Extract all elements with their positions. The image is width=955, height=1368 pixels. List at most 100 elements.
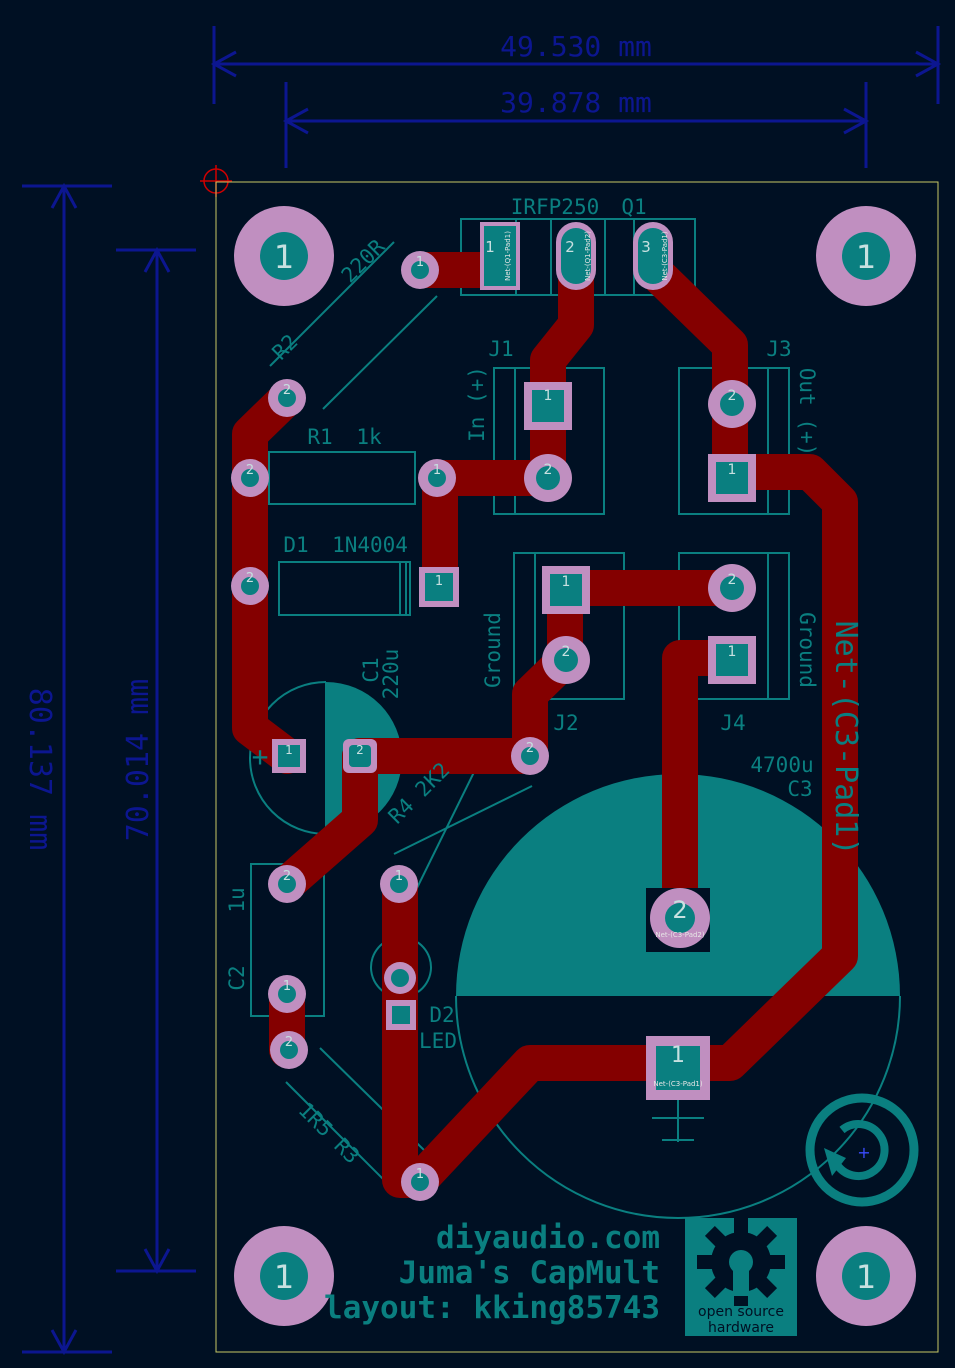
footer-text: diyaudio.com Juma's CapMult layout: kkin… bbox=[324, 1220, 660, 1326]
c2-pad-2: 2 bbox=[268, 865, 306, 903]
svg-text:Net-(Q1-Pad1): Net-(Q1-Pad1) bbox=[504, 231, 512, 281]
q1-pad-1: 1 Net-(Q1-Pad1) bbox=[480, 222, 520, 290]
svg-text:1: 1 bbox=[671, 1043, 685, 1068]
r3-pad-2: 2 bbox=[270, 1031, 308, 1069]
j3-label: Out (+) bbox=[795, 368, 819, 457]
svg-text:1: 1 bbox=[856, 1258, 876, 1296]
svg-text:2: 2 bbox=[672, 896, 687, 924]
svg-text:Net-(C3-Pad1): Net-(C3-Pad1) bbox=[653, 1080, 703, 1088]
r2-ref: R2 bbox=[268, 330, 303, 365]
q1-value: IRFP250 bbox=[511, 195, 600, 219]
footer-line-3: layout: kking85743 bbox=[324, 1290, 660, 1326]
svg-text:1: 1 bbox=[274, 1258, 294, 1296]
c1-pad-1: 1 bbox=[272, 739, 306, 773]
c3-pad-1: 1 Net-(C3-Pad1) bbox=[646, 1036, 710, 1100]
mount-hole-bottom-left: 1 bbox=[234, 1226, 334, 1326]
j4-label: Ground bbox=[795, 612, 819, 688]
r1-value: 1k bbox=[356, 425, 382, 449]
c3-polarity: + bbox=[857, 1143, 870, 1162]
svg-text:2: 2 bbox=[246, 463, 254, 478]
svg-text:2: 2 bbox=[246, 571, 254, 586]
c2-value: 1u bbox=[225, 887, 249, 912]
j4-ref: J4 bbox=[720, 711, 745, 735]
r4-pad-1: 1 bbox=[380, 865, 418, 903]
svg-text:1: 1 bbox=[544, 388, 553, 404]
svg-text:1: 1 bbox=[562, 574, 571, 590]
j1-ref: J1 bbox=[488, 337, 513, 361]
svg-text:1: 1 bbox=[433, 463, 441, 478]
c3-pad-2: 2 Net-(C3-Pad2) bbox=[646, 888, 710, 952]
oshw-logo: open source hardware bbox=[685, 1218, 797, 1336]
svg-text:2: 2 bbox=[283, 869, 291, 884]
svg-text:1: 1 bbox=[728, 644, 737, 660]
svg-text:2: 2 bbox=[356, 743, 364, 757]
c1-ref: C1 bbox=[359, 657, 383, 682]
r3-pad-1: 1 bbox=[401, 1163, 439, 1201]
r1-ref: R1 bbox=[307, 425, 332, 449]
svg-text:1: 1 bbox=[856, 238, 876, 276]
q1-ref: Q1 bbox=[621, 195, 646, 219]
d2-pad-1 bbox=[386, 1000, 416, 1030]
d1-pad-1: 1 bbox=[419, 567, 459, 607]
j3-ref: J3 bbox=[766, 337, 791, 361]
board-edge bbox=[215, 181, 939, 1353]
mount-hole-top-right: 1 bbox=[816, 206, 916, 306]
r1-pad-1: 1 bbox=[418, 459, 456, 497]
oshw-text-2: hardware bbox=[708, 1320, 774, 1336]
svg-text:2: 2 bbox=[728, 572, 737, 588]
j1-pad-1: 1 bbox=[524, 382, 572, 430]
c3-ref: C3 bbox=[787, 777, 812, 801]
dimension-inner-width: 39.878 mm bbox=[500, 86, 652, 119]
r3-label: 1R5 R3 bbox=[294, 1098, 365, 1169]
dimension-total-width: 49.530 mm bbox=[500, 30, 652, 63]
svg-text:2: 2 bbox=[565, 238, 575, 256]
r2-pad-1: 1 bbox=[401, 251, 439, 289]
mount-hole-bottom-right: 1 bbox=[816, 1226, 916, 1326]
c1-pad-2: 2 bbox=[343, 739, 377, 773]
svg-text:Net-(Q1-Pad2): Net-(Q1-Pad2) bbox=[584, 231, 592, 281]
c3-value: 4700u bbox=[750, 753, 813, 777]
c1-polarity: + bbox=[252, 740, 269, 773]
j3-pad-1: 1 bbox=[708, 454, 756, 502]
svg-text:Net-(C3-Pad2): Net-(C3-Pad2) bbox=[655, 931, 705, 939]
oshw-text-1: open source bbox=[698, 1304, 784, 1320]
d2-ref: D2 bbox=[429, 1003, 454, 1027]
c1-value: 220u bbox=[379, 649, 403, 700]
dimension-lines bbox=[22, 26, 942, 1356]
r2-value: 220R bbox=[337, 234, 390, 287]
svg-text:2: 2 bbox=[285, 1035, 293, 1050]
j2-label: Ground bbox=[481, 612, 505, 688]
svg-text:2: 2 bbox=[728, 388, 737, 404]
net-label: Net-(C3-Pad1) bbox=[828, 621, 863, 856]
mount-hole-top-left: 1 bbox=[234, 206, 334, 306]
svg-text:2: 2 bbox=[283, 383, 291, 398]
svg-text:1: 1 bbox=[416, 1167, 424, 1182]
svg-text:1: 1 bbox=[285, 743, 293, 757]
d2-pad-2 bbox=[384, 962, 416, 994]
svg-text:1: 1 bbox=[728, 462, 737, 478]
svg-text:1: 1 bbox=[274, 238, 294, 276]
mount-holes: 1 1 1 1 bbox=[234, 206, 916, 1326]
svg-text:1: 1 bbox=[283, 979, 291, 994]
q1-pad-2: 2 Net-(Q1-Pad2) bbox=[556, 222, 596, 290]
svg-text:1: 1 bbox=[485, 238, 495, 256]
j4-pad-2: 2 bbox=[708, 564, 756, 612]
svg-text:2: 2 bbox=[526, 741, 534, 756]
d1-pad-2: 2 bbox=[231, 567, 269, 605]
j3-pad-2: 2 bbox=[708, 380, 756, 428]
svg-text:Net-(C3-Pad1): Net-(C3-Pad1) bbox=[661, 231, 669, 281]
j1-label: In (+) bbox=[465, 366, 489, 442]
d1-ref: D1 bbox=[283, 533, 308, 557]
component-pads: 1 Net-(Q1-Pad1) 2 Net-(Q1-Pad2) 3 Net-(C… bbox=[231, 222, 756, 1201]
j4-pad-1: 1 bbox=[708, 636, 756, 684]
svg-text:2: 2 bbox=[562, 644, 571, 660]
svg-text:2: 2 bbox=[544, 462, 553, 478]
r1-pad-2: 2 bbox=[231, 459, 269, 497]
svg-text:3: 3 bbox=[641, 238, 651, 256]
rotation-logo-icon bbox=[805, 1093, 919, 1207]
svg-text:1: 1 bbox=[395, 869, 403, 884]
j2-ref: J2 bbox=[553, 711, 578, 735]
footer-line-2: Juma's CapMult bbox=[399, 1255, 660, 1291]
c2-ref: C2 bbox=[225, 965, 249, 990]
